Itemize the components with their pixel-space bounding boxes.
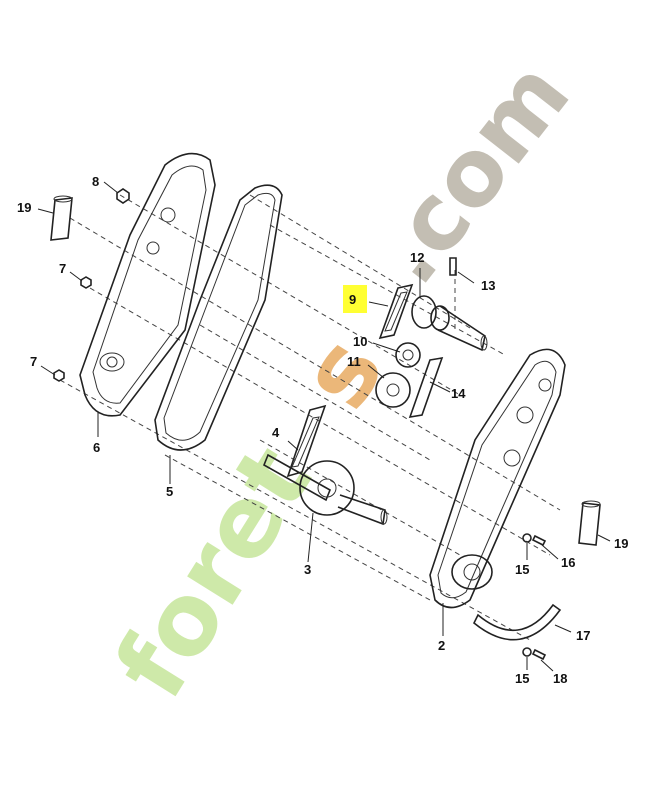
highlight-box-9 <box>343 285 367 313</box>
callout-7a[interactable]: 7 <box>59 261 66 276</box>
callout-16[interactable]: 16 <box>561 555 575 570</box>
nut-7a <box>80 276 92 289</box>
callout-19a[interactable]: 19 <box>17 200 31 215</box>
callout-14[interactable]: 14 <box>451 386 466 401</box>
right-chaincase <box>429 348 566 609</box>
chain-14 <box>408 356 444 419</box>
callout-8[interactable]: 8 <box>92 174 99 189</box>
leader-lines <box>37 181 611 672</box>
watermark-main-text: foret <box>94 427 335 718</box>
callout-4[interactable]: 4 <box>272 425 280 440</box>
dowel-pin-left <box>50 195 73 241</box>
bolt-16 <box>531 534 547 547</box>
lower-sprocket-shaft-3 <box>262 453 388 526</box>
callout-11[interactable]: 11 <box>347 354 361 369</box>
washer-15a <box>522 533 532 543</box>
callout-19b[interactable]: 19 <box>614 536 628 551</box>
callout-15a[interactable]: 15 <box>515 562 529 577</box>
callout-17[interactable]: 17 <box>576 628 590 643</box>
dowel-pin-right <box>578 500 601 546</box>
washer-15b <box>522 647 532 657</box>
callout-2[interactable]: 2 <box>438 638 445 653</box>
callout-6[interactable]: 6 <box>93 440 100 455</box>
callout-15b[interactable]: 15 <box>515 671 529 686</box>
callout-9[interactable]: 9 <box>349 292 356 307</box>
callout-7b[interactable]: 7 <box>30 354 37 369</box>
upper-chain <box>378 283 414 340</box>
gasket <box>154 184 283 451</box>
callout-13[interactable]: 13 <box>481 278 495 293</box>
nut-7b <box>53 369 65 382</box>
left-chaincase-cover <box>79 152 216 417</box>
nut-8 <box>116 188 130 204</box>
callout-labels: 2 3 4 5 6 7 7 8 9 10 11 12 13 14 15 15 1… <box>17 174 628 686</box>
sprocket-11 <box>375 372 411 408</box>
callout-3[interactable]: 3 <box>304 562 311 577</box>
watermark-domain-text: .com <box>353 42 590 304</box>
lower-chain-4 <box>286 404 327 478</box>
upper-sprocket-shaft <box>411 295 488 352</box>
bolt-18 <box>531 648 547 661</box>
sprocket-10 <box>395 342 421 368</box>
callout-12[interactable]: 12 <box>410 250 424 265</box>
callout-10[interactable]: 10 <box>353 334 367 349</box>
callout-5[interactable]: 5 <box>166 484 173 499</box>
pin-13 <box>449 257 457 276</box>
watermark-accent-text: s <box>279 318 407 428</box>
callout-18[interactable]: 18 <box>553 671 567 686</box>
guard-17 <box>472 603 562 641</box>
